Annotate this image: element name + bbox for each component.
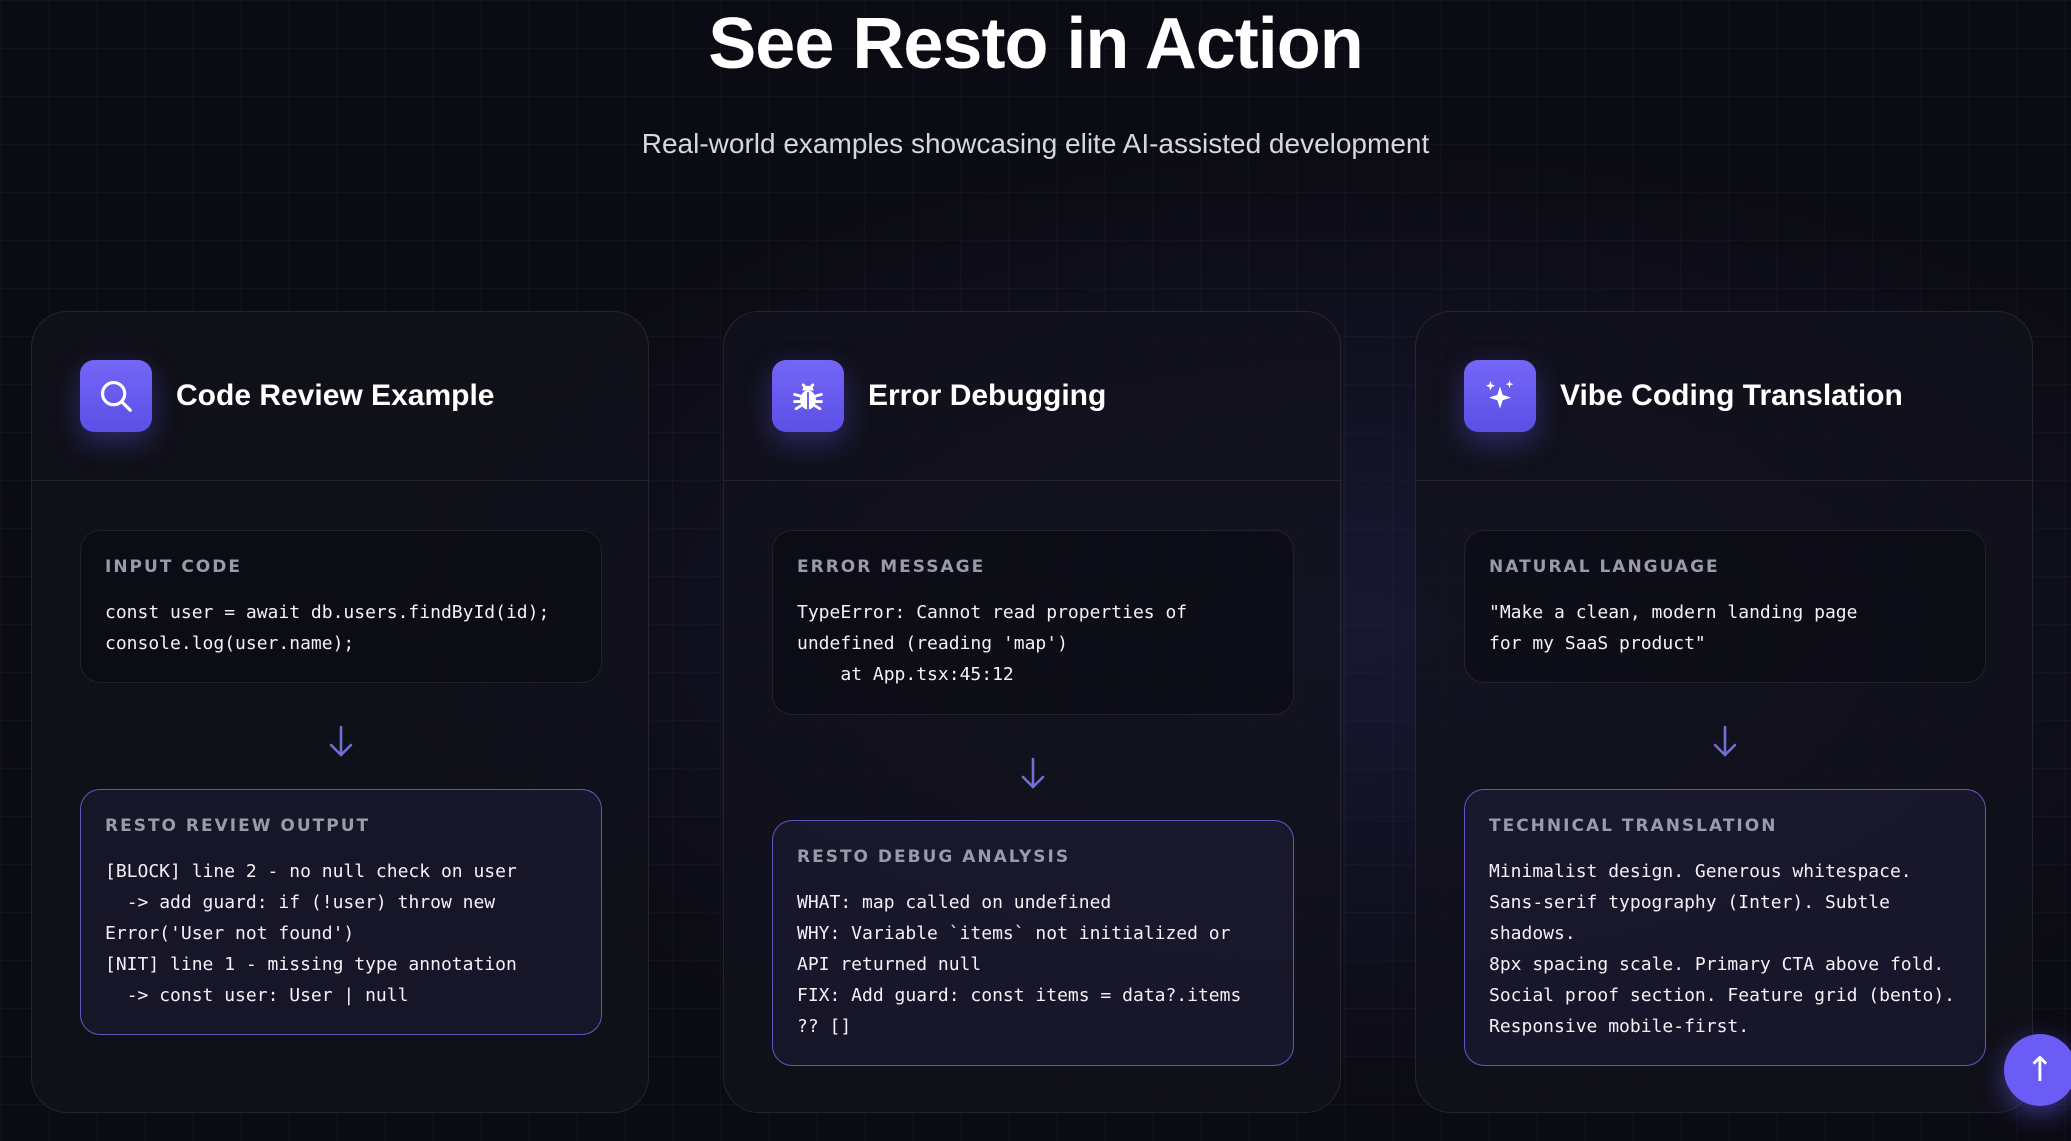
arrow-down-icon: [326, 724, 356, 758]
block-label: RESTO REVIEW OUTPUT: [105, 816, 371, 836]
arrow-down-icon: [1710, 724, 1740, 758]
block-label: NATURAL LANGUAGE: [1489, 557, 1720, 577]
card-header: Vibe Coding Translation: [1416, 312, 2032, 481]
block-label: RESTO DEBUG ANALYSIS: [797, 847, 1071, 867]
sparkles-icon: [1464, 360, 1536, 432]
block-label: TECHNICAL TRANSLATION: [1489, 816, 1778, 836]
card-title: Error Debugging: [868, 379, 1107, 412]
natural-language-text: "Make a clean, modern landing page for m…: [1489, 602, 1858, 654]
block-label: ERROR MESSAGE: [797, 557, 986, 577]
debug-analysis-block: RESTO DEBUG ANALYSIS WHAT: map called on…: [772, 820, 1294, 1066]
card-code-review: Code Review Example INPUT CODE const use…: [31, 311, 649, 1113]
review-output-block: RESTO REVIEW OUTPUT [BLOCK] line 2 - no …: [80, 789, 602, 1035]
input-code: const user = await db.users.findById(id)…: [105, 602, 550, 654]
error-message: TypeError: Cannot read properties of und…: [797, 602, 1188, 685]
debug-analysis: WHAT: map called on undefined WHY: Varia…: [797, 892, 1242, 1037]
page-title: See Resto in Action: [708, 4, 1363, 84]
scroll-to-top-button[interactable]: ↑: [2004, 1034, 2071, 1106]
input-code-block: INPUT CODE const user = await db.users.f…: [80, 530, 602, 683]
bug-icon: [772, 360, 844, 432]
arrow-down-icon: [1018, 756, 1048, 790]
error-message-block: ERROR MESSAGE TypeError: Cannot read pro…: [772, 530, 1294, 715]
arrow-up-icon: ↑: [2025, 1050, 2055, 1090]
review-output: [BLOCK] line 2 - no null check on user -…: [105, 861, 517, 1006]
search-icon: [80, 360, 152, 432]
technical-translation-block: TECHNICAL TRANSLATION Minimalist design.…: [1464, 789, 1986, 1066]
card-vibe-coding: Vibe Coding Translation NATURAL LANGUAGE…: [1415, 311, 2033, 1113]
technical-translation: Minimalist design. Generous whitespace. …: [1489, 861, 1955, 1037]
card-error-debugging: Error Debugging ERROR MESSAGE TypeError:…: [723, 311, 1341, 1113]
card-header: Code Review Example: [32, 312, 648, 481]
natural-language-block: NATURAL LANGUAGE "Make a clean, modern l…: [1464, 530, 1986, 683]
card-title: Code Review Example: [176, 379, 495, 412]
card-title: Vibe Coding Translation: [1560, 379, 1903, 412]
block-label: INPUT CODE: [105, 557, 242, 577]
page-subtitle: Real-world examples showcasing elite AI-…: [641, 128, 1430, 159]
card-header: Error Debugging: [724, 312, 1340, 481]
